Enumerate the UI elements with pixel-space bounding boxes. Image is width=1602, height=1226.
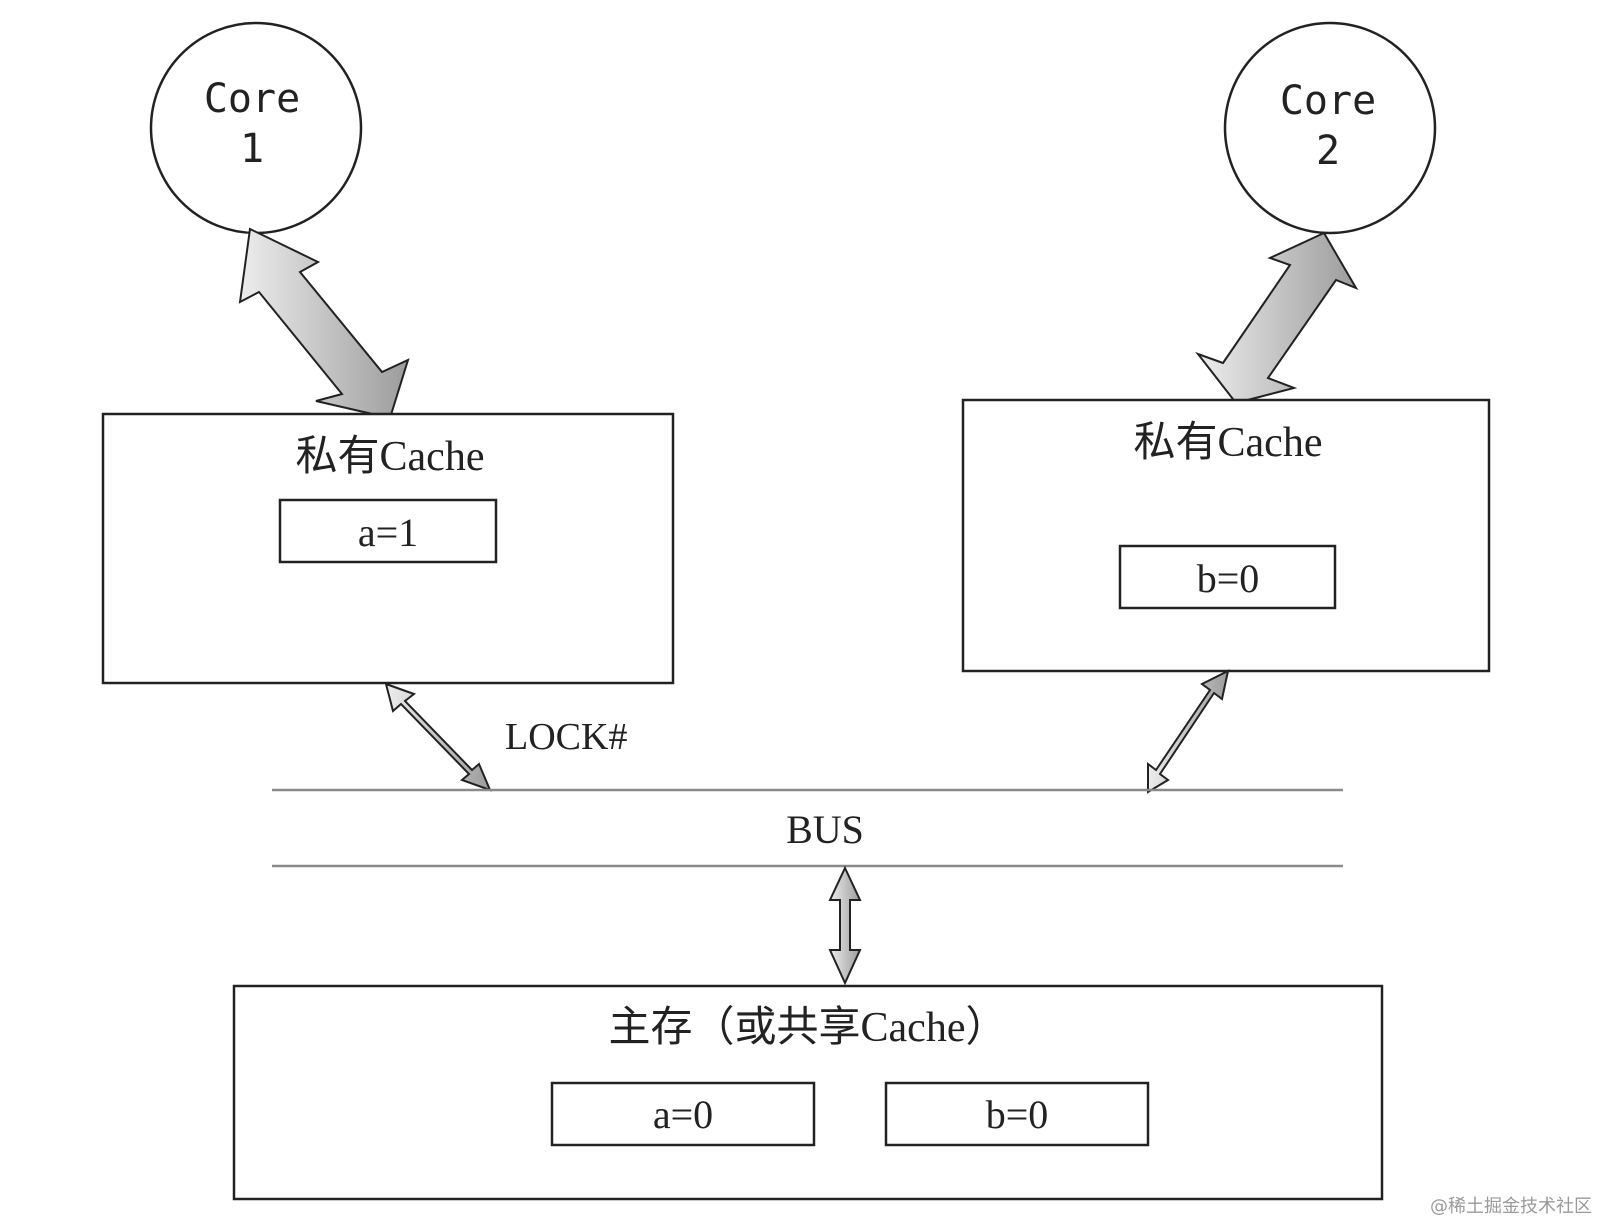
core-1-node: Core 1 [149,21,363,235]
watermark-text: @稀土掘金技术社区 [1430,1196,1592,1217]
memory-value-a-box [550,1081,816,1147]
private-cache-1-box [101,412,675,685]
private-cache-1-value-box [278,498,498,564]
core-2-cache-arrow [1195,231,1359,405]
private-cache-2: 私有Cache b=0 [961,398,1491,673]
memory-value-b-box [884,1081,1150,1147]
main-memory-title: 主存（或共享Cache） [609,1004,1008,1051]
private-cache-2-box [961,398,1491,673]
cache-2-bus-arrow [1147,669,1230,794]
private-cache-1: 私有Cache a=1 [101,412,675,685]
core-2-label-top: Core [1280,78,1376,124]
cache-1-bus-arrow [384,682,492,792]
system-bus: BUS [272,788,1343,868]
core-2-circle [1223,21,1437,235]
memory-value-b: b=0 [986,1092,1049,1137]
core-1-cache-arrow [238,227,410,420]
lock-signal-label: LOCK# [505,716,627,758]
core-2-node: Core 2 [1223,21,1437,235]
core-2-label-bottom: 2 [1316,128,1340,174]
bus-memory-arrow [828,865,862,986]
private-cache-2-value-box [1118,544,1337,610]
memory-value-a: a=0 [653,1092,713,1137]
private-cache-1-title: 私有Cache [296,434,485,480]
core-1-label-top: Core [204,76,300,122]
private-cache-2-title: 私有Cache [1134,420,1323,466]
main-memory: 主存（或共享Cache） a=0 b=0 [232,984,1384,1201]
private-cache-1-value: a=1 [358,510,418,555]
core-1-label-bottom: 1 [240,126,264,172]
bus-label: BUS [786,807,864,852]
private-cache-2-value: b=0 [1197,556,1260,601]
